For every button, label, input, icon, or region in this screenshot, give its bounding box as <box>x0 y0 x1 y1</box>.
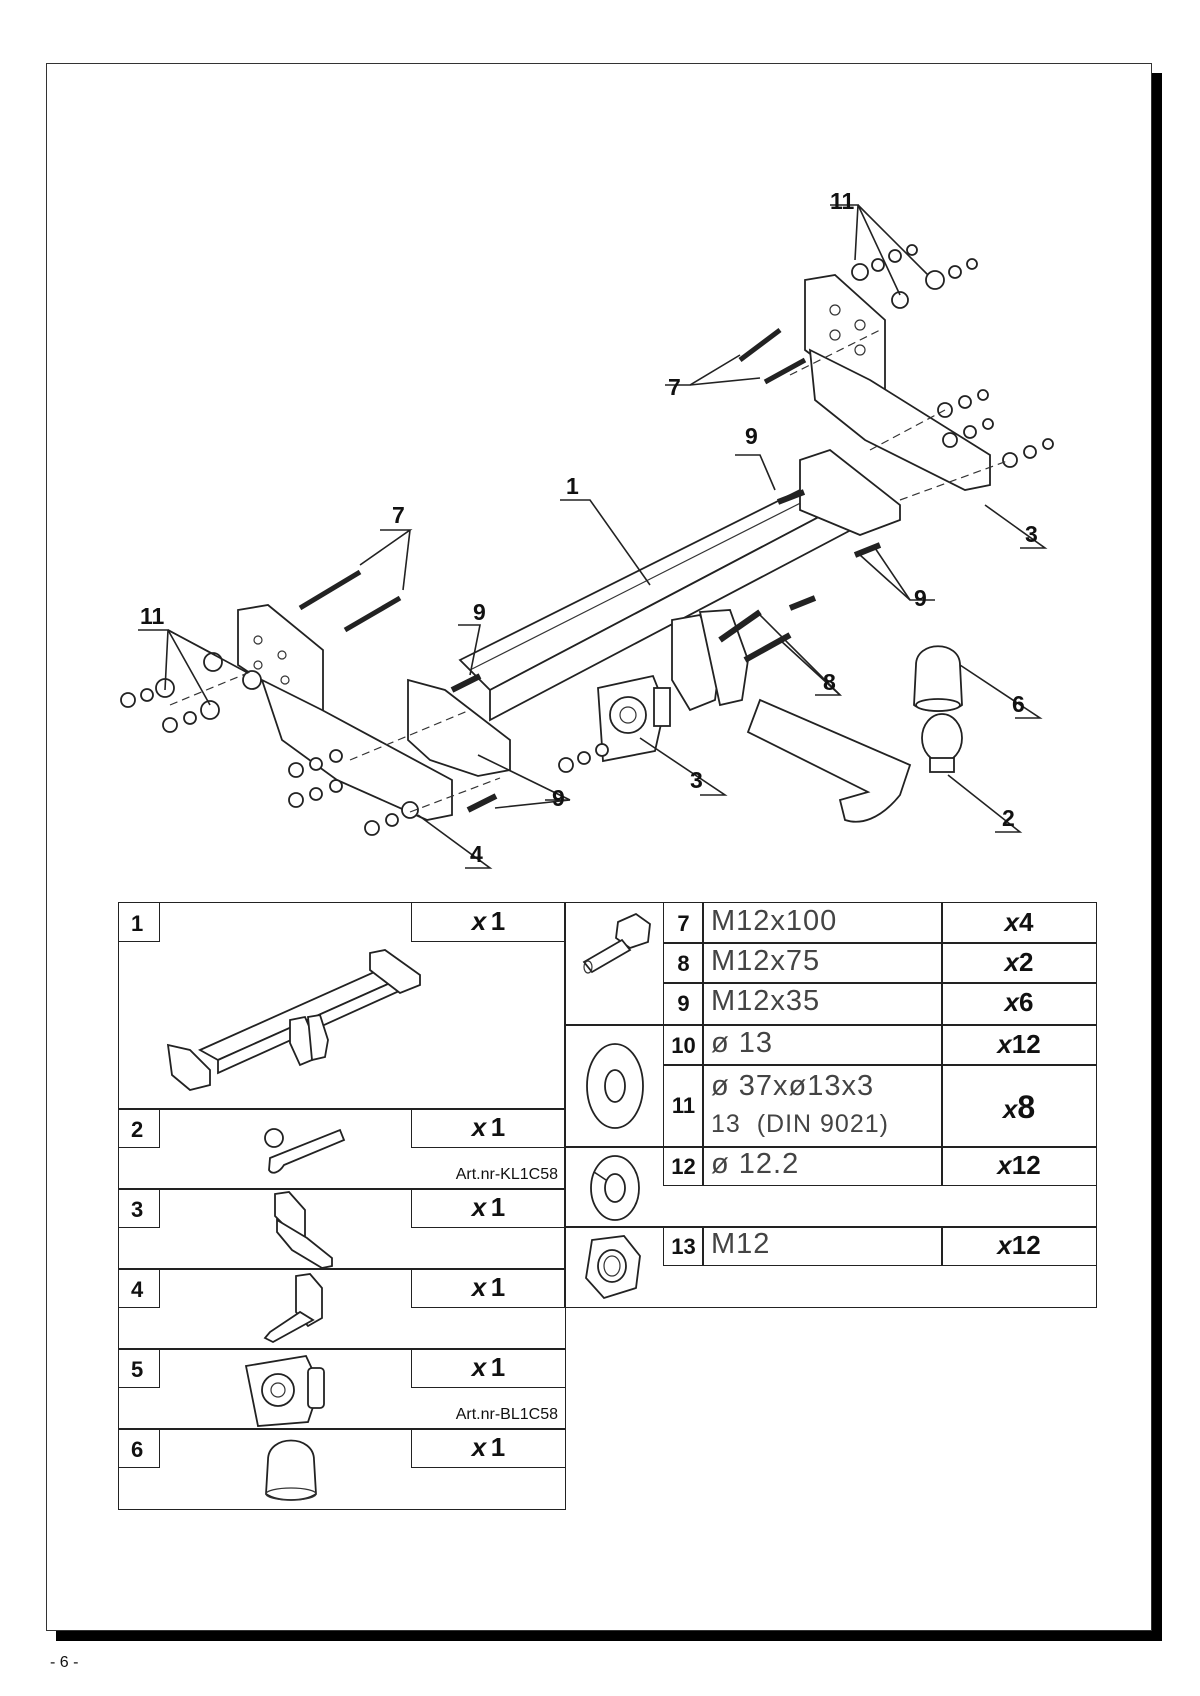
assembly-lines <box>169 329 1011 813</box>
left-bracket-part <box>237 604 453 821</box>
row-quantity: x 1 <box>411 1108 566 1148</box>
table-row <box>118 1188 566 1270</box>
article-number: Art.nr-KL1C58 <box>455 1166 558 1183</box>
callout-6: 6 <box>1012 691 1025 717</box>
row-index: 8 <box>663 942 704 984</box>
ball-neck-thumbnail <box>264 1128 346 1174</box>
row-index: 10 <box>663 1024 704 1066</box>
row-index: 1 <box>118 902 160 942</box>
socket-plate-part <box>597 674 671 763</box>
row-index: 9 <box>663 982 704 1026</box>
right-bracket-thumbnail <box>274 1191 333 1268</box>
row-index: 12 <box>663 1146 704 1186</box>
row-index: 13 <box>663 1226 704 1266</box>
row-spec: M12x75 <box>702 942 943 984</box>
row-spec: ø 13 <box>702 1024 943 1066</box>
right-bracket-part <box>804 274 991 491</box>
crossbar-part <box>407 448 901 777</box>
row-index: 4 <box>118 1268 160 1308</box>
row-quantity: x6 <box>941 982 1097 1026</box>
crossbar-thumbnail <box>166 949 421 1091</box>
callout-3-right: 3 <box>1025 521 1038 547</box>
row-index: 11 <box>663 1064 704 1148</box>
row-quantity: x 1 <box>411 1428 566 1468</box>
row-quantity: x 1 <box>411 1268 566 1308</box>
row-quantity: x12 <box>941 1226 1097 1266</box>
callout-4: 4 <box>470 841 483 867</box>
hex-nut-icon <box>585 1235 641 1300</box>
row-quantity: x2 <box>941 942 1097 984</box>
spring-washer-icon <box>590 1155 640 1221</box>
page-frame <box>46 63 1152 1631</box>
row-quantity: x8 <box>941 1064 1097 1148</box>
row-index: 6 <box>118 1428 160 1468</box>
washers-and-nuts <box>120 244 1054 836</box>
bolt-icon <box>582 912 651 974</box>
row-spec: M12x35 <box>702 982 943 1026</box>
socket-plate-thumbnail <box>244 1354 325 1427</box>
callout-9-top: 9 <box>745 423 758 449</box>
callout-3-center: 3 <box>690 767 703 793</box>
flat-washer-icon <box>586 1043 644 1129</box>
row-index: 3 <box>118 1188 160 1228</box>
leader-lines <box>138 204 1048 869</box>
assembly-diagram: 1 2 3 3 4 6 7 7 8 9 9 9 9 11 11 <box>120 188 1054 869</box>
callout-8: 8 <box>823 669 836 695</box>
row-spec: ø 12.2 <box>702 1146 943 1186</box>
article-number: Art.nr-BL1C58 <box>455 1406 558 1423</box>
row-spec: M12x100 <box>702 902 943 944</box>
row-spec: M12 <box>702 1226 943 1266</box>
callout-11-left: 11 <box>140 603 165 629</box>
ball-cap-part <box>913 645 963 712</box>
callout-2: 2 <box>1002 805 1015 831</box>
callout-9-left: 9 <box>473 599 486 625</box>
table-row <box>118 1268 566 1350</box>
ball-cap-thumbnail <box>265 1439 317 1501</box>
callout-labels: 1 2 3 3 4 6 7 7 8 9 9 9 9 11 11 <box>140 188 1038 867</box>
row-spec: ø 37xø13x3 13 (DIN 9021) <box>702 1064 943 1148</box>
row-index: 2 <box>118 1108 160 1148</box>
row-index: 7 <box>663 902 704 944</box>
page-number: - 6 - <box>50 1654 79 1671</box>
bolts <box>298 328 882 813</box>
row-quantity: x12 <box>941 1024 1097 1066</box>
row-quantity: x12 <box>941 1146 1097 1186</box>
table-row <box>118 1348 566 1430</box>
table-row <box>118 902 566 1110</box>
callout-9-bottom: 9 <box>552 785 565 811</box>
row-index: 5 <box>118 1348 160 1388</box>
ball-neck-part <box>746 698 963 823</box>
callout-7-left: 7 <box>392 502 405 528</box>
callout-1: 1 <box>566 473 579 499</box>
left-bracket-thumbnail <box>263 1273 323 1344</box>
table-row <box>118 1108 566 1190</box>
callout-9-right: 9 <box>914 585 927 611</box>
callout-11-right: 11 <box>830 188 855 214</box>
table-row <box>118 1428 566 1510</box>
row-quantity: x 1 <box>411 1188 566 1228</box>
row-quantity: x 1 <box>411 902 566 942</box>
row-quantity: x4 <box>941 902 1097 944</box>
callout-7-right: 7 <box>668 374 681 400</box>
row-quantity: x 1 <box>411 1348 566 1388</box>
